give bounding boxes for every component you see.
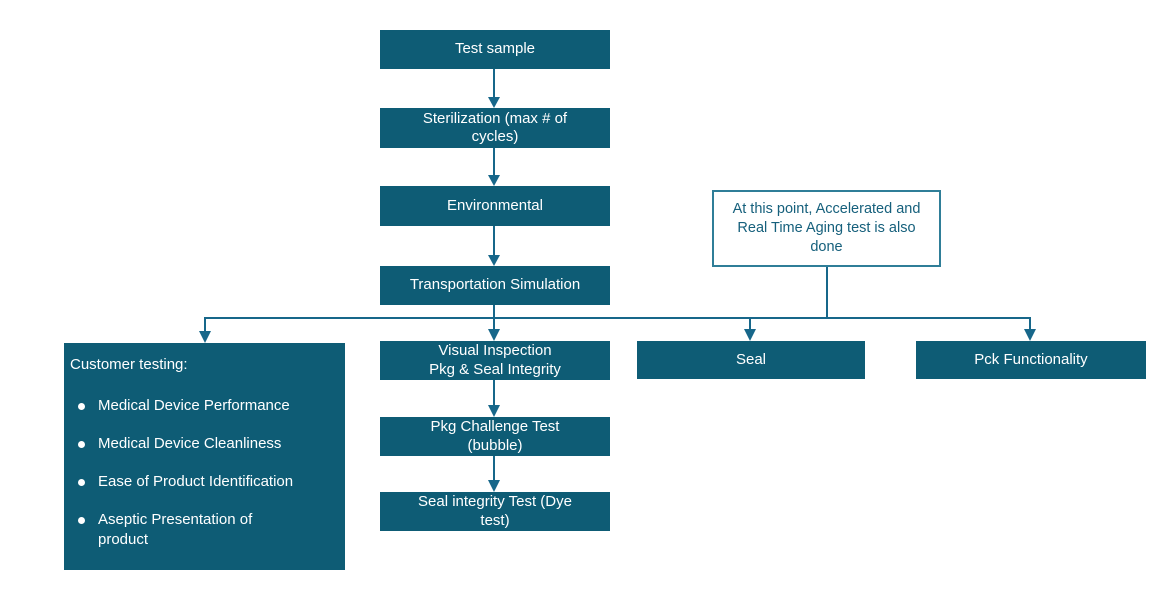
bullet-icon — [78, 441, 85, 448]
node-environmental: Environmental — [380, 186, 610, 226]
arrowhead-sealintegrity — [488, 480, 500, 492]
arrowhead-pck — [1024, 329, 1036, 341]
node-seal-integrity-test: Seal integrity Test (Dye test) — [380, 492, 610, 531]
list-item: Medical Device Performance — [70, 396, 337, 416]
node-pck-functionality: Pck Functionality — [916, 341, 1146, 379]
list-item: Ease of Product Identification — [70, 472, 337, 492]
node-seal: Seal — [637, 341, 865, 379]
list-item: Medical Device Cleanliness — [70, 434, 337, 454]
list-item: Aseptic Presentation of product — [70, 510, 337, 550]
customer-testing-list: Medical Device Performance Medical Devic… — [70, 396, 337, 550]
bullet-icon — [78, 403, 85, 410]
note-aging-test: At this point, Accelerated and Real Time… — [712, 190, 941, 267]
node-pkg-challenge-test: Pkg Challenge Test (bubble) — [380, 417, 610, 456]
bullet-icon — [78, 479, 85, 486]
arrowhead-visual — [488, 329, 500, 341]
node-test-sample: Test sample — [380, 30, 610, 69]
arrowhead-transportation — [488, 255, 500, 266]
list-item-label: Ease of Product Identification — [98, 473, 294, 490]
list-item-label: Medical Device Performance — [98, 397, 290, 414]
bullet-icon — [78, 517, 85, 524]
node-sterilization: Sterilization (max # of cycles) — [380, 108, 610, 148]
node-transportation-simulation: Transportation Simulation — [380, 266, 610, 305]
arrowhead-sterilization — [488, 97, 500, 108]
list-item-label: Medical Device Cleanliness — [98, 435, 282, 452]
arrowhead-customer — [199, 331, 211, 343]
node-customer-testing: Customer testing: Medical Device Perform… — [64, 343, 345, 570]
arrowhead-seal — [744, 329, 756, 341]
node-visual-inspection: Visual Inspection Pkg & Seal Integrity — [380, 341, 610, 380]
arrowhead-environmental — [488, 175, 500, 186]
customer-testing-title: Customer testing: — [70, 356, 188, 373]
arrowhead-pkgchallenge — [488, 405, 500, 417]
list-item-label: Aseptic Presentation of product — [98, 511, 253, 548]
